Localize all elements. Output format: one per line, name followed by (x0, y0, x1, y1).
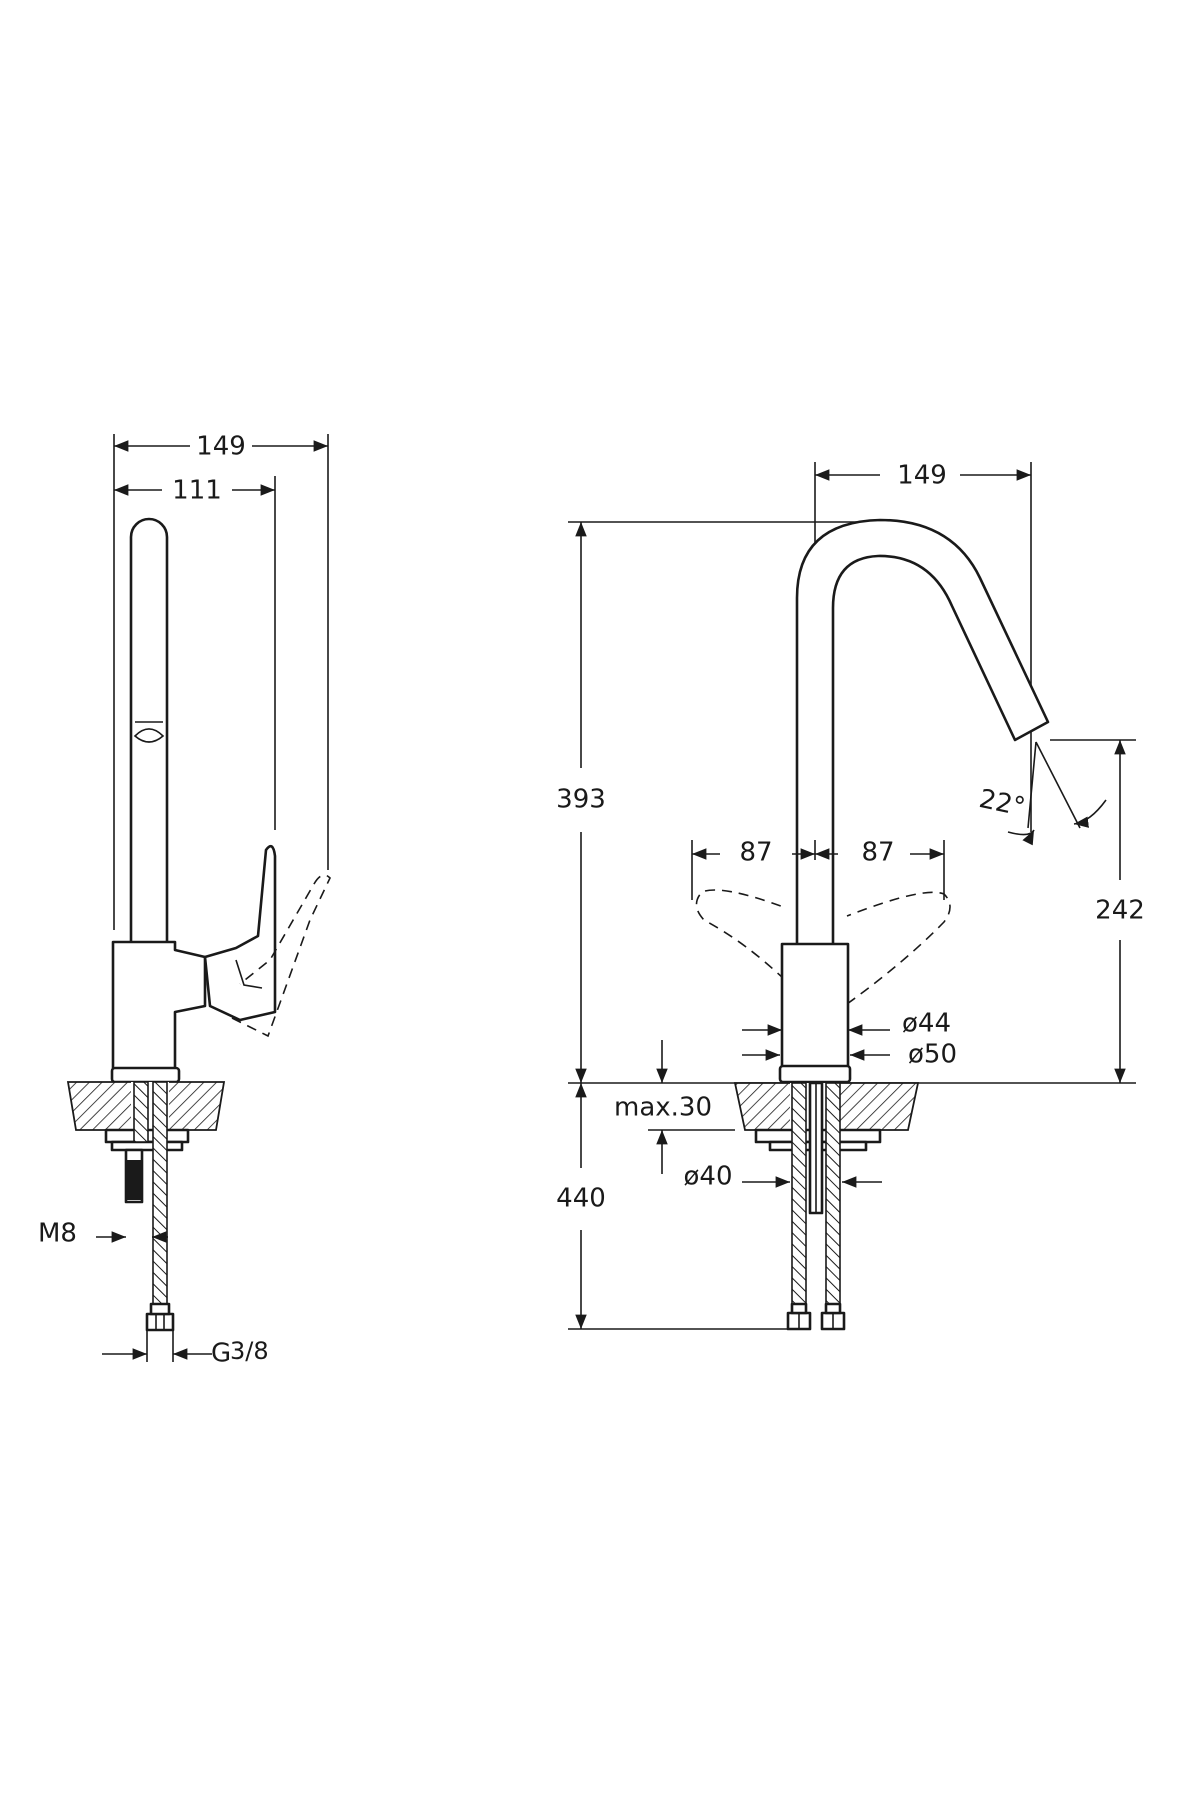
side-g38-dimension: G 3/8 (102, 1330, 269, 1369)
front-hose-length-label: 440 (556, 1184, 606, 1214)
side-lever (203, 844, 277, 1022)
front-hose-length-dimension: 440 (556, 1083, 788, 1330)
front-max-thickness-label: max.30 (614, 1093, 712, 1123)
side-spout (129, 517, 169, 947)
side-spout-dimension: 111 (114, 476, 276, 830)
side-spout-depth-label: 111 (172, 476, 222, 506)
front-outlet-height-dimension: 242 (1050, 739, 1145, 1083)
front-angle-dimension: 22° (976, 741, 1107, 846)
side-depth-dimension: 149 (113, 432, 329, 930)
front-body (780, 942, 850, 1078)
side-hose (152, 1081, 168, 1315)
front-spout (795, 518, 1050, 947)
side-g-label: G (211, 1339, 231, 1369)
front-height-label: 393 (556, 785, 606, 815)
front-lever-right (846, 891, 951, 1005)
side-m8-label: M8 (38, 1219, 77, 1249)
side-m8-dimension: M8 (38, 1219, 168, 1249)
front-hose-left (791, 1082, 807, 1314)
side-g-fraction-label: 3/8 (230, 1337, 269, 1365)
front-hose-right (825, 1082, 841, 1314)
front-base-diameter-label: ø50 (908, 1040, 957, 1070)
front-reach-label: 149 (897, 461, 947, 491)
front-lever-swing-dimension: 87 87 (691, 838, 945, 900)
front-hole-diameter-label: ø40 (684, 1162, 733, 1192)
front-lever-right-label: 87 (861, 838, 894, 868)
front-max-thickness-dimension: max.30 (614, 1040, 735, 1174)
front-lever-left (695, 889, 787, 981)
front-height-dimension: 393 (556, 522, 606, 1083)
side-overall-depth-label: 149 (196, 432, 246, 462)
side-lever-open-position (231, 874, 331, 1038)
front-view: 149 393 87 87 (556, 461, 1145, 1331)
front-diameter-dimensions: ø44 ø50 (742, 1009, 957, 1070)
front-angle-label: 22° (976, 784, 1027, 823)
front-lever-left-label: 87 (739, 838, 772, 868)
front-outlet-height-label: 242 (1095, 896, 1145, 926)
side-view: 149 111 (38, 432, 331, 1369)
side-body (111, 940, 207, 1080)
front-hole-diameter-dimension: ø40 (684, 1162, 882, 1192)
front-reach-dimension: 149 (814, 461, 1032, 930)
front-body-diameter-label: ø44 (902, 1009, 951, 1039)
